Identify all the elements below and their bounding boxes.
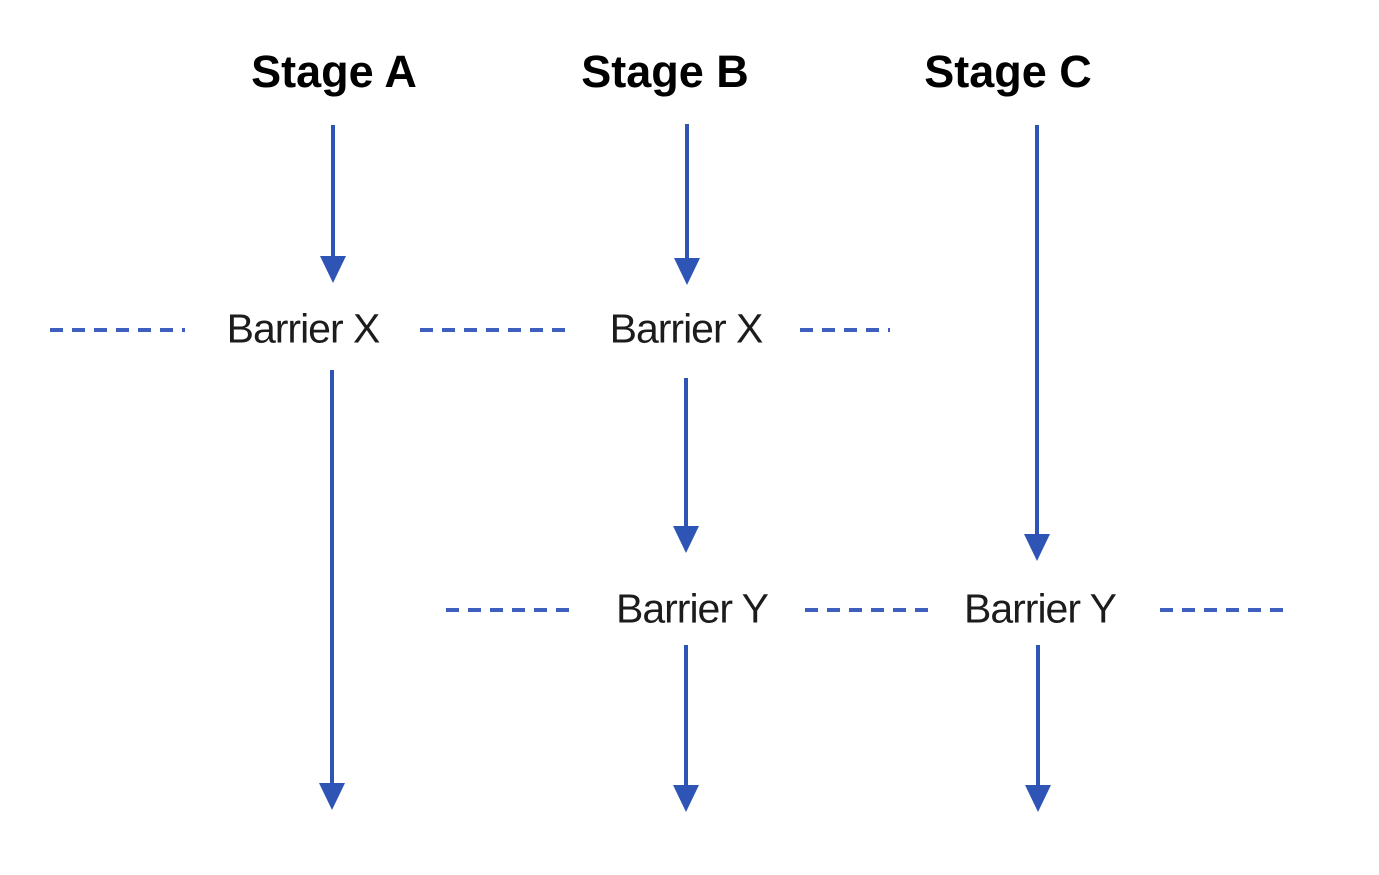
- stage-c-arrowhead-1: [1024, 534, 1050, 561]
- stage-a-arrowhead-1: [320, 256, 346, 283]
- stage-b-arrowhead-3: [673, 785, 699, 812]
- stage-a-arrowhead-2: [319, 783, 345, 810]
- stage-a-label: Stage A: [251, 46, 417, 97]
- stage-c-label: Stage C: [924, 46, 1092, 97]
- stage-c-arrowhead-2: [1025, 785, 1051, 812]
- barrier-y-label-stage-b: Barrier Y: [615, 585, 769, 632]
- barrier-x-label-stage-b: Barrier X: [609, 305, 764, 352]
- barrier-y-label-stage-c: Barrier Y: [963, 585, 1117, 632]
- stage-b-label: Stage B: [581, 46, 749, 97]
- stage-b-arrowhead-2: [673, 526, 699, 553]
- barrier-x-label-stage-a: Barrier X: [226, 305, 381, 352]
- stage-b-arrowhead-1: [674, 258, 700, 285]
